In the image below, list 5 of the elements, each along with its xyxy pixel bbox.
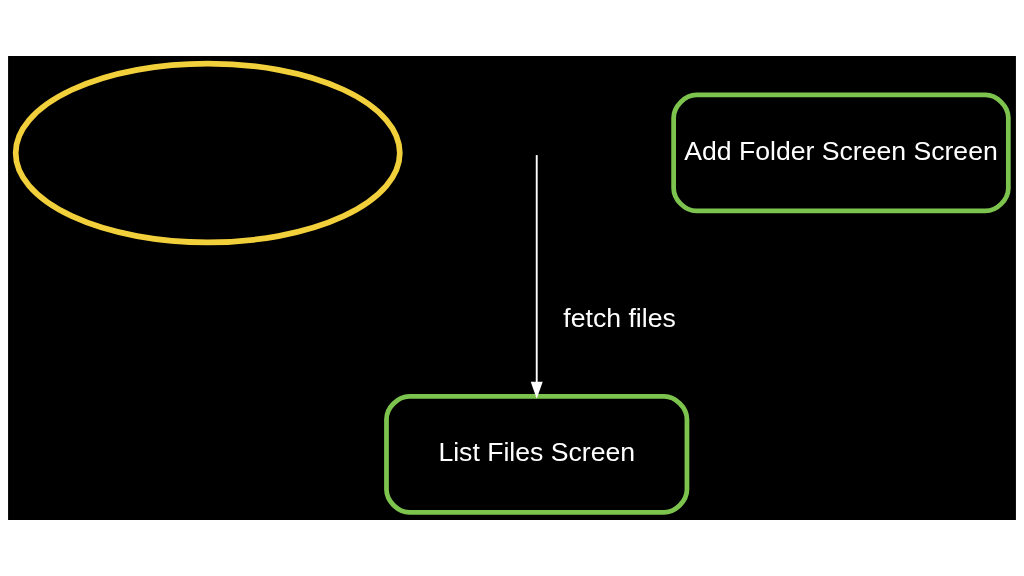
node-cloud [12, 60, 403, 246]
node-box: List Files Screen [384, 394, 690, 515]
node-box: Add Folder Screen Screen [671, 92, 1011, 214]
arrow [530, 154, 543, 399]
edge-label: fetch files [563, 303, 676, 334]
